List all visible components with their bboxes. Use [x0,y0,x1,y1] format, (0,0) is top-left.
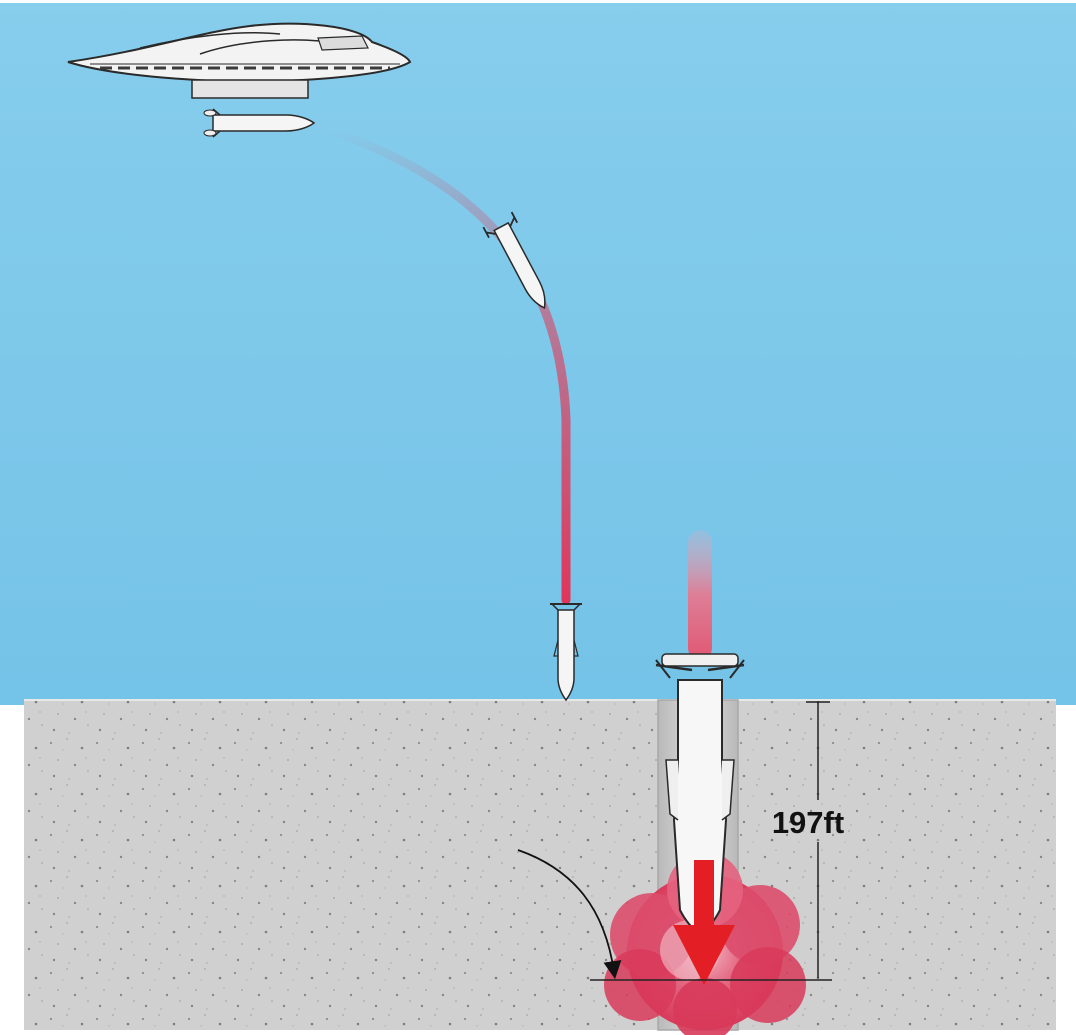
impact-bomb-icon [550,603,582,702]
ground-texture [24,700,1056,1030]
pointer-arrow [517,849,622,980]
entry-plume [688,530,712,660]
stealth-bomber-icon [67,22,412,99]
released-bomb-icon [203,108,316,138]
sky-top-edge [0,0,1076,3]
sky-background [0,0,1076,705]
depth-label: 197ft [772,805,844,840]
down-arrow-icon [673,860,735,985]
depth-dimension [590,701,832,981]
falling-bomb-icon [482,211,546,310]
